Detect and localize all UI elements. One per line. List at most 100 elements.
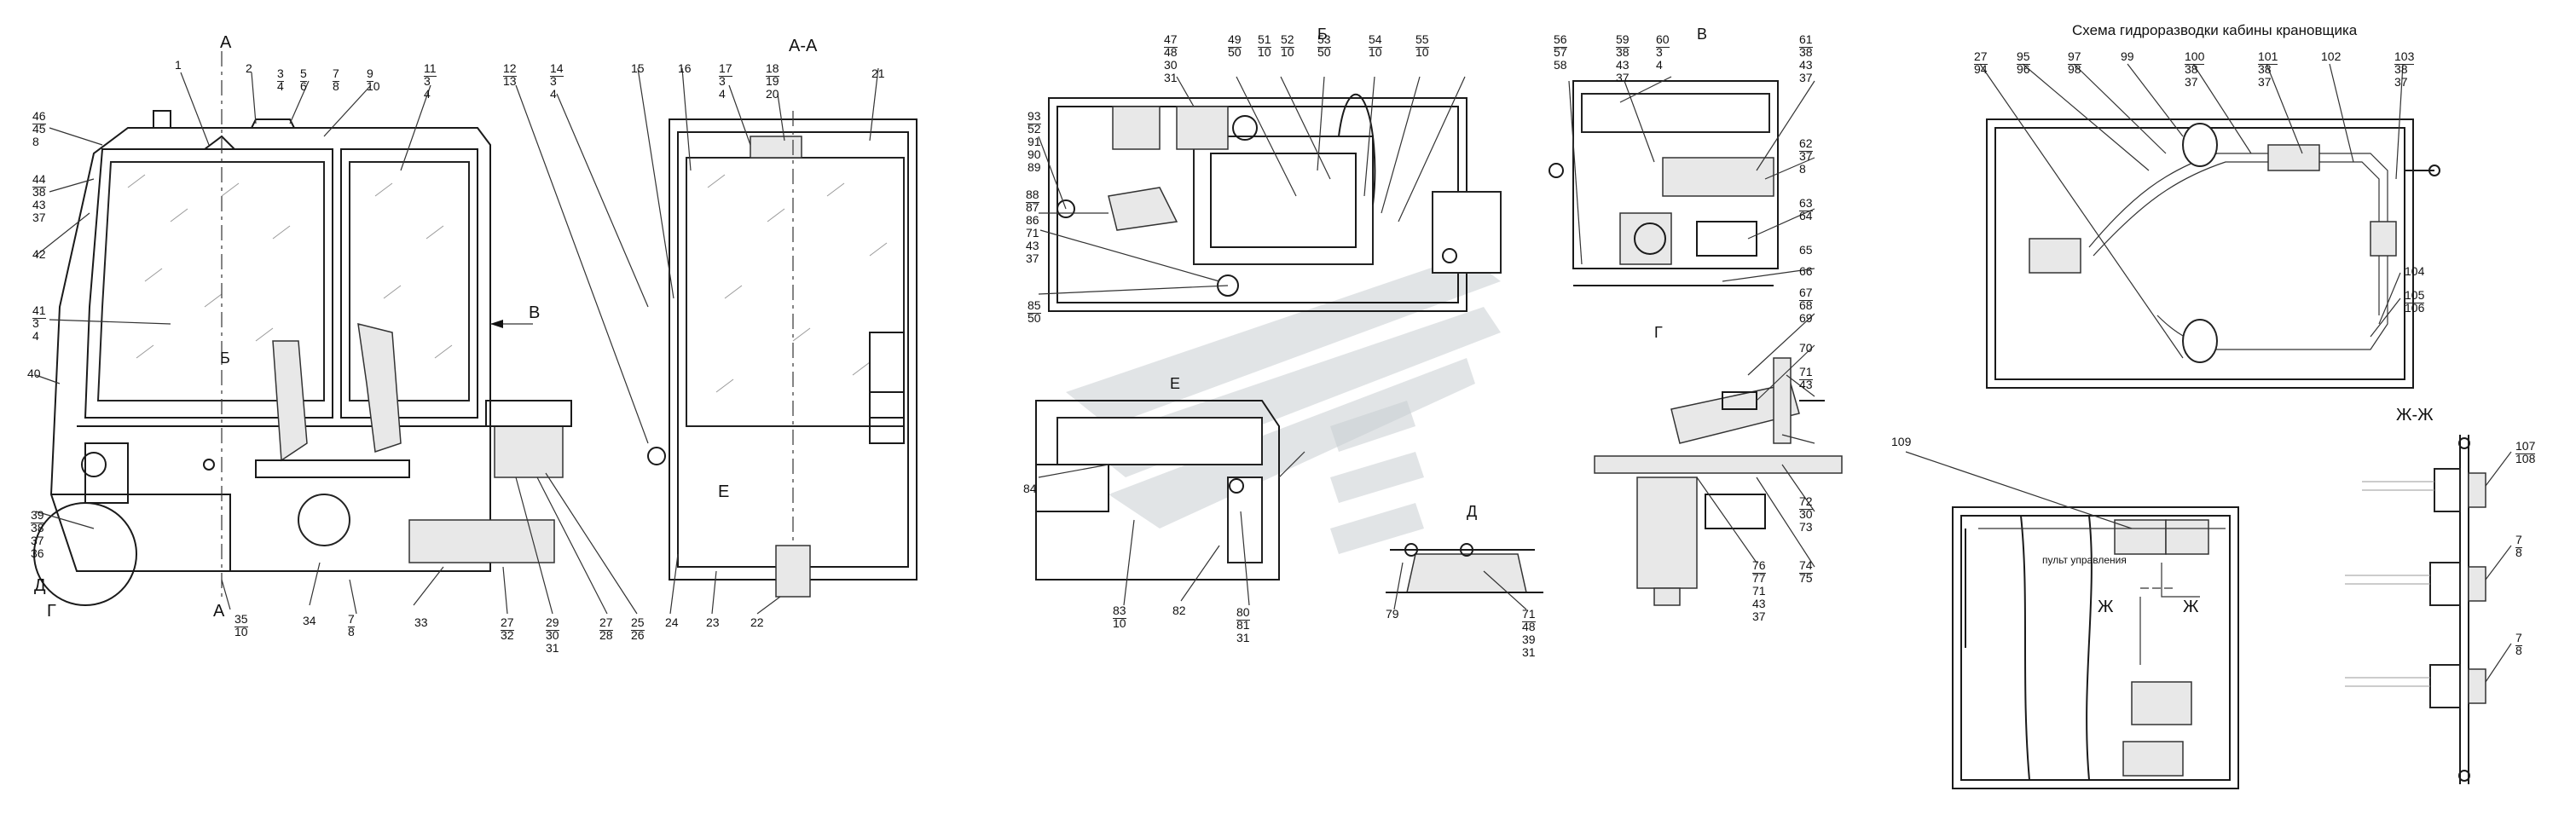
callout-c82-0: 82 bbox=[1172, 604, 1186, 617]
callout-c101-1: 38 bbox=[2258, 62, 2272, 76]
callout-c7z1-0: 7 bbox=[2515, 533, 2522, 548]
callout-c60-0: 60 bbox=[1656, 32, 1670, 48]
callout-c102-0: 102 bbox=[2321, 49, 2342, 63]
callout-c15-0: 15 bbox=[631, 61, 645, 75]
callout-c47-1: 48 bbox=[1164, 45, 1178, 59]
callout-c16-0: 16 bbox=[678, 61, 692, 75]
callout-c7-0: 7 bbox=[333, 66, 339, 82]
callout-c88-4: 43 bbox=[1026, 239, 1039, 252]
cabin-side-view bbox=[33, 51, 572, 606]
callout-c35-1: 10 bbox=[234, 625, 248, 638]
callout-c11-0: 11 bbox=[424, 61, 437, 77]
callout-c5-0: 5 bbox=[300, 66, 307, 82]
callout-c74-0: 74 bbox=[1799, 558, 1813, 574]
callout-c39-2: 37 bbox=[31, 534, 44, 547]
callout-c105-0: 105 bbox=[2405, 288, 2425, 303]
callout-c88-0: 88 bbox=[1026, 188, 1039, 203]
callout-c59-0: 59 bbox=[1616, 32, 1630, 48]
callout-c61-3: 37 bbox=[1799, 71, 1813, 84]
callout-c79-0: 79 bbox=[1386, 607, 1399, 621]
callout-c41-0: 41 bbox=[32, 303, 46, 319]
callout-c99-0: 99 bbox=[2121, 49, 2134, 63]
callout-c59-3: 37 bbox=[1616, 71, 1630, 84]
callout-c1-0: 1 bbox=[175, 58, 182, 72]
callout-c100-2: 37 bbox=[2185, 75, 2198, 89]
callout-c88-5: 37 bbox=[1026, 251, 1039, 265]
callout-c29-0: 29 bbox=[546, 615, 559, 631]
callout-c11-1: 3 bbox=[424, 74, 431, 88]
hydraulic-scheme-view bbox=[1986, 118, 2440, 389]
callout-c97-0: 97 bbox=[2068, 49, 2081, 65]
callout-c67-0: 67 bbox=[1799, 286, 1813, 301]
view-v bbox=[1548, 80, 1779, 286]
callout-c71-1: 43 bbox=[1799, 378, 1813, 391]
callout-c18-0: 18 bbox=[766, 61, 779, 77]
callout-c93-4: 89 bbox=[1028, 160, 1041, 174]
callout-c39-0: 39 bbox=[31, 508, 44, 523]
callout-c35-0: 35 bbox=[234, 612, 248, 627]
callout-c70-0: 70 bbox=[1799, 341, 1813, 355]
callout-c5-1: 6 bbox=[300, 79, 307, 93]
callout-c18-1: 19 bbox=[766, 74, 779, 88]
callout-c107-0: 107 bbox=[2515, 439, 2536, 454]
callout-c71b-3: 31 bbox=[1522, 645, 1536, 659]
callout-c54-0: 54 bbox=[1369, 32, 1382, 48]
callout-c3-1: 4 bbox=[277, 79, 284, 93]
callout-c29-2: 31 bbox=[546, 641, 559, 655]
callout-c55-0: 55 bbox=[1415, 32, 1429, 48]
callout-c55-1: 10 bbox=[1415, 45, 1429, 59]
callout-c84-0: 84 bbox=[1023, 482, 1037, 495]
callout-c53-1: 50 bbox=[1317, 45, 1331, 59]
section-mark-zh-left: Ж bbox=[2098, 598, 2114, 616]
callout-c76-3: 43 bbox=[1752, 597, 1766, 610]
callout-c83-1: 10 bbox=[1113, 616, 1126, 630]
callout-c76-1: 77 bbox=[1752, 571, 1766, 585]
callout-c60-2: 4 bbox=[1656, 58, 1663, 72]
control-panel-scheme-view bbox=[1952, 506, 2239, 789]
view-title-view-v: В bbox=[1697, 26, 1708, 43]
callout-c61-0: 61 bbox=[1799, 32, 1813, 48]
section-aa-view bbox=[647, 111, 918, 598]
view-e bbox=[1035, 400, 1305, 581]
view-title-view-d: Д bbox=[1467, 503, 1478, 520]
callout-c59-2: 43 bbox=[1616, 58, 1630, 72]
callout-c104-0: 104 bbox=[2405, 264, 2425, 278]
callout-c9-1: 10 bbox=[367, 79, 380, 93]
callout-c47-3: 31 bbox=[1164, 71, 1178, 84]
callout-c47-0: 47 bbox=[1164, 32, 1178, 48]
view-title-section-aa: А-А bbox=[789, 37, 818, 55]
callout-c49-0: 49 bbox=[1228, 32, 1242, 48]
callout-c44-1: 38 bbox=[32, 185, 46, 199]
callout-c95-1: 96 bbox=[2017, 62, 2030, 76]
callout-c85-0: 85 bbox=[1028, 298, 1041, 314]
callout-c46-0: 46 bbox=[32, 109, 46, 124]
callout-c25-1: 26 bbox=[631, 628, 645, 642]
callout-c93-3: 90 bbox=[1028, 147, 1041, 161]
callout-c7z2-0: 7 bbox=[2515, 631, 2522, 646]
callout-c103-1: 38 bbox=[2394, 62, 2408, 76]
callout-c34-0: 34 bbox=[303, 614, 316, 627]
callout-c76-4: 37 bbox=[1752, 609, 1766, 623]
callout-c62-1: 37 bbox=[1799, 149, 1813, 163]
callout-c71b-2: 39 bbox=[1522, 632, 1536, 646]
callout-c27-0: 27 bbox=[501, 615, 514, 631]
callout-c14-0: 14 bbox=[550, 61, 564, 77]
callout-c107-1: 108 bbox=[2515, 452, 2536, 465]
callout-c62-0: 62 bbox=[1799, 136, 1813, 152]
control-panel-label: пульт управления bbox=[2042, 554, 2127, 566]
view-g bbox=[1594, 357, 1843, 606]
callout-c97-1: 98 bbox=[2068, 62, 2081, 76]
callout-c23-0: 23 bbox=[706, 615, 720, 629]
callout-c80-1: 81 bbox=[1236, 618, 1250, 632]
callout-c56-1: 57 bbox=[1554, 45, 1567, 59]
callout-c71-0: 71 bbox=[1799, 365, 1813, 380]
callout-c93-2: 91 bbox=[1028, 135, 1041, 148]
callout-c25-0: 25 bbox=[631, 615, 645, 631]
callout-c9-0: 9 bbox=[367, 66, 373, 82]
callout-c46-2: 8 bbox=[32, 135, 39, 148]
view-title-view-e: Е bbox=[1170, 375, 1181, 392]
callout-c101-2: 37 bbox=[2258, 75, 2272, 89]
section-mark-d-mark: Д bbox=[34, 576, 46, 595]
